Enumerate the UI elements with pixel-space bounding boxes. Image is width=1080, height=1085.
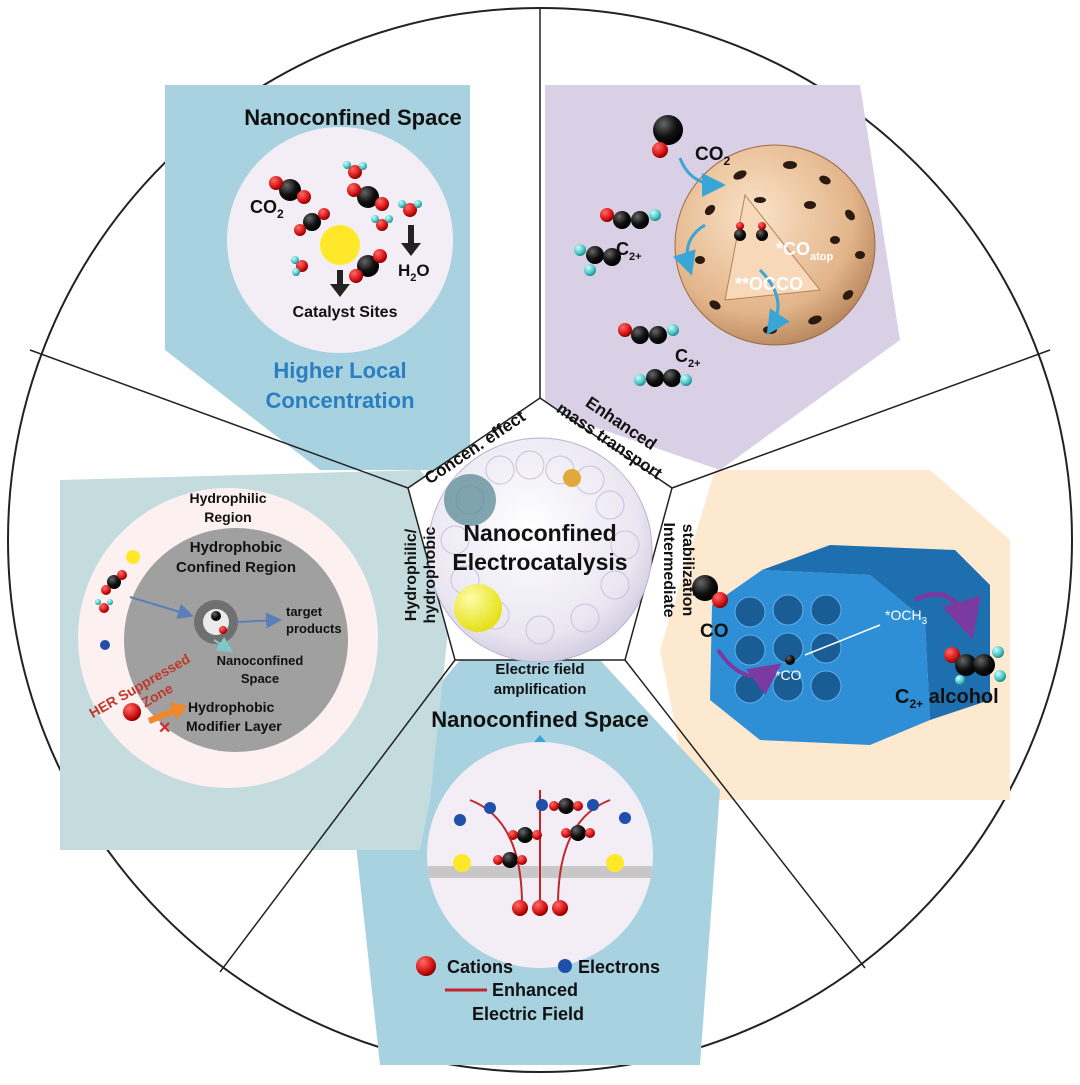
elec-legend-cations: Cations xyxy=(447,957,513,977)
mass-co2-carbon xyxy=(653,115,683,145)
label-intermediate: Intermediate stabilization xyxy=(660,522,696,617)
hydro-target-line1: target xyxy=(286,604,323,619)
conc-catalyst-site xyxy=(320,225,360,265)
hydro-confined-region xyxy=(124,528,348,752)
conc-site-arrow-shaft xyxy=(337,270,343,286)
hydro-space-line2: Space xyxy=(241,671,279,686)
mass-co2-oxygen xyxy=(652,142,668,158)
inter-arrow-product xyxy=(913,591,981,640)
elec-cations xyxy=(512,900,568,916)
conc-co2-label: CO2 xyxy=(250,197,284,221)
hydro-region-line2: Region xyxy=(204,509,251,525)
elec-legend-field-line2: Electric Field xyxy=(472,1004,584,1024)
mass-in-arrow xyxy=(678,157,726,197)
center-title-line1: Nanoconfined xyxy=(463,520,616,546)
conc-sites-label: Catalyst Sites xyxy=(293,304,398,321)
hydro-space-line1: Nanoconfined xyxy=(217,653,304,668)
hydro-pore-molecule xyxy=(211,611,221,621)
inter-product-molecule xyxy=(944,646,1006,685)
inter-star-co-atom xyxy=(785,655,795,665)
center-title-line2: Electrocatalysis xyxy=(452,549,627,575)
elec-legend-cation-icon xyxy=(416,956,436,976)
hydro-region-line1: Hydrophilic xyxy=(189,490,266,506)
hydro-cation-icon xyxy=(123,703,141,721)
hydro-confined-line1: Hydrophobic xyxy=(190,539,283,556)
label-intermediate-line2: stabilization xyxy=(679,524,696,616)
mass-c2-label-b: C2+ xyxy=(675,346,701,370)
inter-connector xyxy=(804,624,881,656)
hydro-pore-oxygen xyxy=(219,626,227,634)
mass-pores xyxy=(695,161,865,334)
label-hydrophilic-line2: hydrophobic xyxy=(422,526,439,623)
conc-bottom-line1: Higher Local xyxy=(273,358,406,383)
elec-site-right xyxy=(606,854,624,872)
hydro-space-arrow xyxy=(213,636,234,653)
hydro-blocked-arrow-icon xyxy=(148,702,188,724)
label-hydrophilic: Hydrophilic/ hydrophobic xyxy=(403,526,439,623)
label-electric-line2: amplification xyxy=(494,681,587,698)
sector-electric: Nanoconfined Space Cations Electrons Enh xyxy=(416,707,660,1024)
elec-electrons xyxy=(454,799,631,826)
mass-adsorbed-co xyxy=(734,222,768,241)
sector-concentration: Nanoconfined Space CO2 H2O Catalyst Site… xyxy=(227,105,462,413)
conc-site-arrow-icon xyxy=(330,284,350,297)
elec-legend-electrons: Electrons xyxy=(578,957,660,977)
center-cluster-yellow xyxy=(454,584,502,632)
label-electric-line1: Electric field xyxy=(495,661,584,678)
mass-occo-label: **OCCO xyxy=(735,274,803,294)
elec-molecules xyxy=(493,798,595,868)
mass-c2-molecule-b xyxy=(618,323,692,387)
mass-cutaway xyxy=(724,193,821,301)
conc-bottom-line2: Concentration xyxy=(265,388,414,413)
hydro-entry-arrow xyxy=(129,596,194,620)
hydro-outside-molecules xyxy=(95,570,127,613)
mass-c2-label-a: C2+ xyxy=(616,239,642,263)
conc-h2o-arrow-shaft xyxy=(408,225,414,245)
center-cluster-teal xyxy=(444,474,496,526)
sector-dividers xyxy=(29,8,1051,973)
inter-arrow-co-in xyxy=(716,648,782,696)
elec-site-left xyxy=(453,854,471,872)
inter-co-label: CO xyxy=(700,621,729,642)
hydro-target-arrow xyxy=(235,612,282,629)
conc-top-title: Nanoconfined Space xyxy=(244,105,462,130)
hydro-block-x-icon: ✕ xyxy=(158,720,171,737)
hydro-electron xyxy=(100,640,110,650)
mass-co2-label: CO2 xyxy=(695,144,731,168)
label-intermediate-line1: Intermediate xyxy=(660,522,677,617)
mass-co-atop-label: *COatop xyxy=(776,239,834,263)
elec-legend-field-line1: Enhanced xyxy=(492,980,578,1000)
sector-intermediate: CO *CO *OCH3 C2+ alcohol xyxy=(692,545,1006,745)
label-hydrophilic-line1: Hydrophilic/ xyxy=(403,528,420,621)
hydro-yellow-site xyxy=(126,550,140,564)
mass-out-arrow-a xyxy=(672,223,706,276)
mass-out-arrow-b xyxy=(758,268,790,335)
tube-side-face xyxy=(762,545,990,720)
sector-hydrophilic: Hydrophilic Region Hydrophobic Confined … xyxy=(78,488,378,788)
conc-h2o-label: H2O xyxy=(398,261,430,284)
hydro-modifier-line1: Hydrophobic xyxy=(188,699,275,715)
inter-co-oxygen xyxy=(712,592,728,608)
elec-legend-electron-icon xyxy=(558,959,572,973)
elec-top-title: Nanoconfined Space xyxy=(431,707,649,732)
tube-channels xyxy=(734,594,842,704)
conc-h2o-arrow-icon xyxy=(401,243,421,256)
hydro-confined-line2: Confined Region xyxy=(176,559,296,576)
inter-star-co-label: *CO xyxy=(775,667,802,683)
mass-c2-molecule-a xyxy=(574,208,661,276)
sector-mass-transport: CO2 C2+ C2+ *COatop **OCCO xyxy=(574,115,876,387)
conc-molecules xyxy=(269,161,422,283)
hydro-modifier-line2: Modifier Layer xyxy=(186,718,282,734)
inter-och3-label: *OCH3 xyxy=(885,607,928,627)
hydro-target-line2: products xyxy=(286,621,342,636)
inter-product-label: C2+ alcohol xyxy=(895,686,999,711)
inter-co-carbon xyxy=(692,575,718,601)
center-atom-gold xyxy=(563,469,581,487)
